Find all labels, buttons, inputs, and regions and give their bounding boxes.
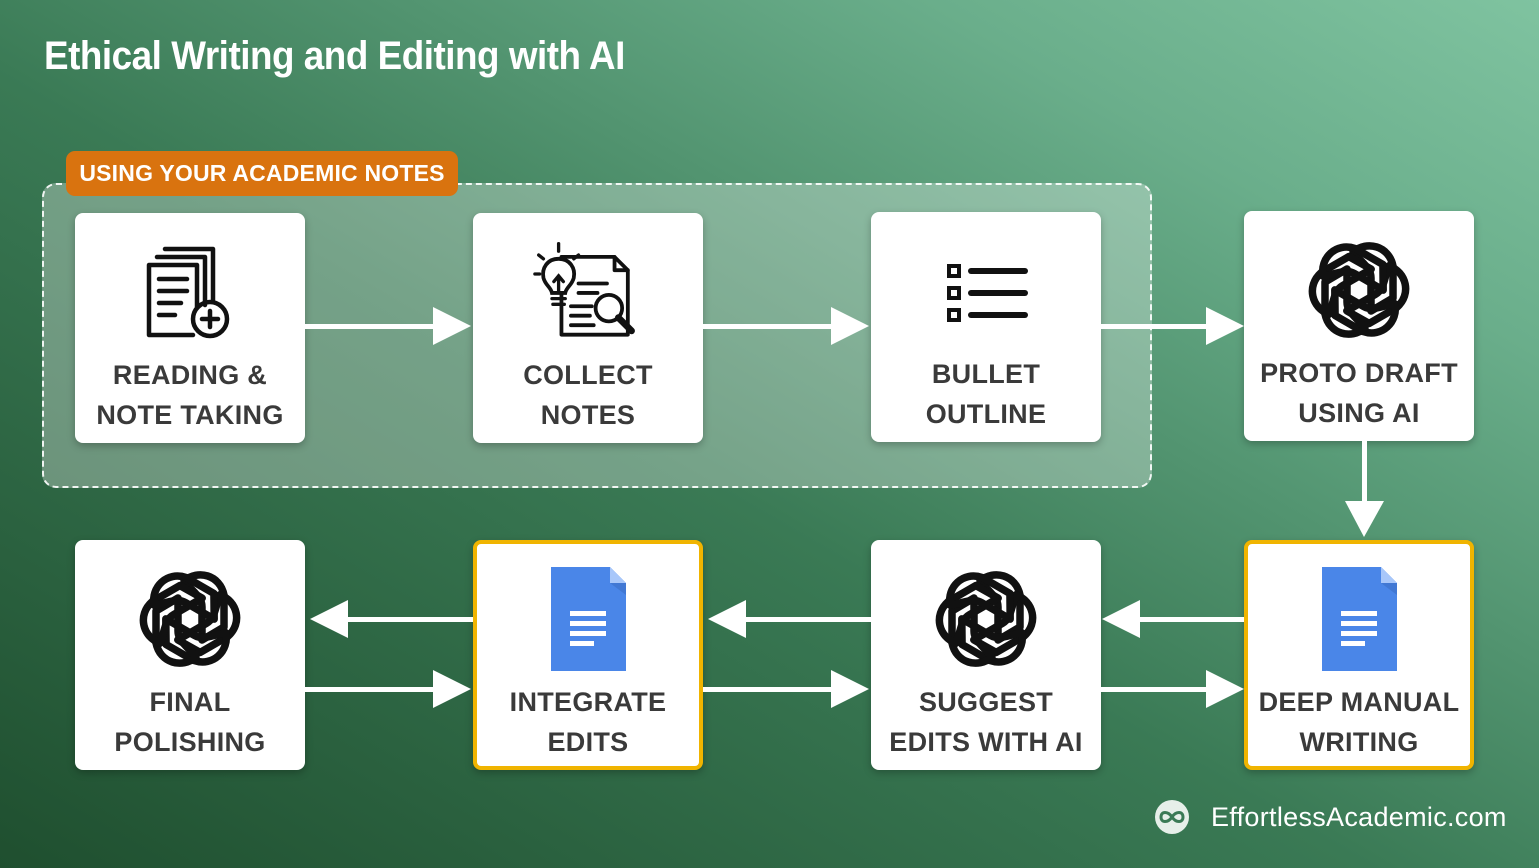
step-label-line1: SUGGEST bbox=[918, 687, 1054, 717]
step-collect-notes: COLLECT NOTES bbox=[473, 213, 703, 443]
document-add-icon bbox=[135, 237, 245, 347]
google-docs-icon bbox=[1304, 564, 1414, 674]
arrow-right bbox=[703, 670, 869, 708]
step-deep-manual-writing: DEEP MANUAL WRITING bbox=[1244, 540, 1474, 770]
step-label-line2: EDITS bbox=[547, 727, 629, 757]
lightbulb-document-search-icon bbox=[533, 237, 643, 347]
infinity-logo-icon bbox=[1155, 800, 1189, 834]
step-label-line2: USING AI bbox=[1298, 398, 1420, 428]
step-label-line2: EDITS WITH AI bbox=[889, 727, 1083, 757]
step-label-line2: WRITING bbox=[1299, 727, 1419, 757]
step-label-line1: FINAL bbox=[149, 687, 231, 717]
step-label-line1: DEEP MANUAL bbox=[1258, 687, 1460, 717]
page-title: Ethical Writing and Editing with AI bbox=[44, 34, 625, 78]
arrow-left bbox=[708, 600, 871, 638]
step-label-line1: PROTO DRAFT bbox=[1260, 358, 1458, 388]
step-suggest-edits: SUGGEST EDITS WITH AI bbox=[871, 540, 1101, 770]
step-label-line2: OUTLINE bbox=[925, 399, 1047, 429]
google-docs-icon bbox=[533, 564, 643, 674]
step-reading-note-taking: READING & NOTE TAKING bbox=[75, 213, 305, 443]
step-integrate-edits: INTEGRATE EDITS bbox=[473, 540, 703, 770]
footer-website-link[interactable]: EffortlessAcademic.com bbox=[1211, 801, 1507, 832]
openai-logo-icon bbox=[931, 564, 1041, 674]
step-label-line1: COLLECT bbox=[523, 360, 653, 390]
step-label-line1: INTEGRATE bbox=[509, 687, 667, 717]
step-label-line1: READING & bbox=[112, 360, 268, 390]
footer: EffortlessAcademic.com bbox=[1155, 800, 1507, 834]
arrow-right bbox=[1101, 670, 1244, 708]
step-label-line2: NOTE TAKING bbox=[96, 400, 284, 430]
arrow-left bbox=[310, 600, 473, 638]
group-label: USING YOUR ACADEMIC NOTES bbox=[66, 151, 458, 196]
step-final-polishing: FINAL POLISHING bbox=[75, 540, 305, 770]
bullet-list-icon bbox=[931, 236, 1041, 346]
arrow-left bbox=[1102, 600, 1244, 638]
arrow-down bbox=[1345, 441, 1384, 537]
openai-logo-icon bbox=[135, 564, 245, 674]
step-label-line2: NOTES bbox=[540, 400, 636, 430]
step-label-line1: BULLET bbox=[931, 359, 1041, 389]
step-proto-draft: PROTO DRAFT USING AI bbox=[1244, 211, 1474, 441]
arrow-right bbox=[305, 670, 471, 708]
step-bullet-outline: BULLET OUTLINE bbox=[871, 212, 1101, 442]
step-label-line2: POLISHING bbox=[114, 727, 266, 757]
openai-logo-icon bbox=[1304, 235, 1414, 345]
